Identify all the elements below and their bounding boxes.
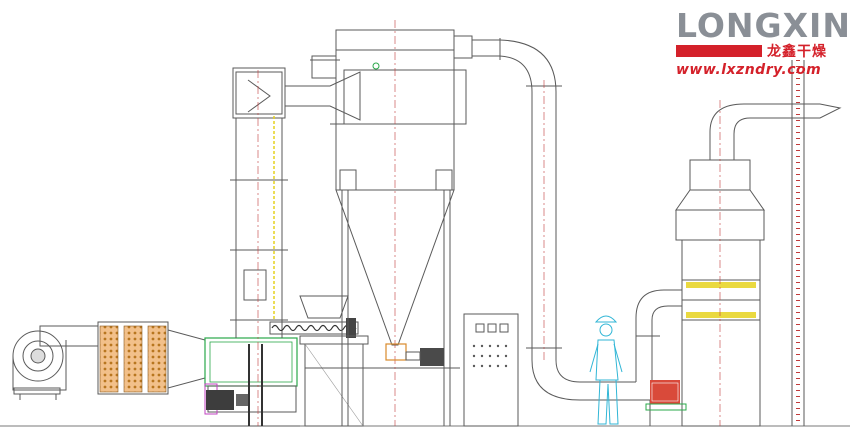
pressure-gauge [372,62,380,70]
drying-tower [230,67,361,338]
rotary-valve [385,343,444,366]
inlet-mixing-chamber [204,337,300,427]
exhaust-duct [453,35,636,401]
scrubber-packing-top [686,282,756,288]
air-filter-heater [97,321,206,395]
logo-red-bar [676,45,762,57]
worker-figure [589,315,623,425]
scrubber-tower [635,103,842,427]
logo-url: www.lxzndry.com [676,62,822,78]
control-cabinet [463,313,519,427]
chimney-stack [791,60,805,426]
bag-filter-collector [305,29,467,426]
logo-chinese: 龙鑫干燥 [767,44,827,60]
screw-feeder [269,295,369,427]
blower-fan [12,325,99,400]
scrubber-packing-bottom [686,312,756,318]
circulation-pump [645,380,687,411]
logo-name: LONGXIN [676,6,850,45]
